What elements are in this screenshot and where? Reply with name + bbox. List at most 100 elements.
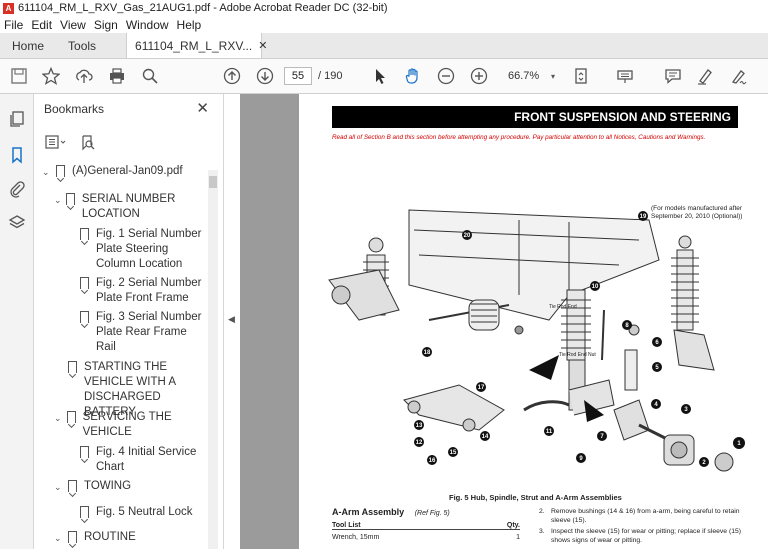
svg-text:7: 7 [600, 434, 604, 440]
page-fit-icon[interactable] [570, 65, 592, 87]
page-number-input[interactable]: 55 [284, 67, 312, 85]
highlight-pen-icon[interactable] [694, 65, 716, 87]
bookmarks-title: Bookmarks [44, 102, 105, 116]
bookmark-icon [66, 411, 76, 423]
tab-home[interactable]: Home [12, 38, 45, 53]
chevron-down-icon[interactable]: ⌄ [54, 195, 62, 205]
callout-4: 4 [651, 399, 661, 409]
layers-icon[interactable] [8, 214, 26, 232]
star-bookmark-icon[interactable] [40, 65, 62, 87]
bookmark-item[interactable]: ⌄ SERVICING THE VEHICLE [54, 411, 172, 438]
tab-document-label: 611104_RM_L_RXV... [135, 38, 253, 53]
svg-text:9: 9 [579, 456, 583, 462]
svg-text:12: 12 [416, 440, 423, 446]
svg-text:1: 1 [737, 441, 741, 447]
tool-name: Wrench, 15mm [332, 534, 380, 541]
previous-page-icon[interactable] [221, 65, 243, 87]
menu-edit[interactable]: Edit [31, 17, 53, 32]
menu-file[interactable]: File [4, 17, 24, 32]
navigation-rail [0, 94, 34, 549]
svg-text:6: 6 [655, 340, 659, 346]
close-panel-icon[interactable]: ✕ [196, 100, 209, 117]
menu-bar: File Edit View Sign Window Help [0, 16, 768, 33]
tab-bar: Home Tools 611104_RM_L_RXV... ✕ [0, 33, 768, 59]
chevron-down-icon[interactable]: ▾ [550, 71, 555, 81]
zoom-level-select[interactable]: 66.7% [508, 70, 540, 82]
svg-text:10: 10 [592, 284, 599, 290]
chevron-down-icon[interactable]: ⌄ [54, 533, 62, 543]
callout-19: 19 [638, 211, 648, 221]
bookmark-item[interactable]: ⌄ SERIAL NUMBER LOCATION [54, 193, 176, 220]
main-toolbar: 55 / 190 66.7% ▾ [0, 59, 768, 94]
callout-3: 3 [681, 404, 691, 414]
tab-document[interactable]: 611104_RM_L_RXV... ✕ [126, 33, 267, 58]
attachments-icon[interactable] [8, 180, 26, 198]
svg-text:15: 15 [450, 450, 457, 456]
bookmark-item[interactable]: Fig. 5 Neutral Lock [80, 505, 208, 520]
page-thumbnails-icon[interactable] [8, 110, 26, 128]
collapse-panel-icon[interactable]: ◀ [228, 314, 235, 324]
svg-text:2: 2 [702, 460, 706, 466]
callout-10: 10 [590, 281, 600, 291]
next-page-icon[interactable] [254, 65, 276, 87]
search-icon[interactable] [139, 65, 161, 87]
callout-7: 7 [597, 431, 607, 441]
step-item: 2. Remove bushings (14 & 16) from a-arm,… [539, 508, 740, 524]
callout-11: 11 [544, 426, 554, 436]
save-icon[interactable] [8, 65, 30, 87]
upload-cloud-icon[interactable] [73, 65, 95, 87]
svg-text:14: 14 [482, 434, 489, 440]
options-menu-icon[interactable] [44, 134, 68, 152]
page-total: / 190 [318, 70, 343, 82]
hand-tool-icon[interactable] [402, 65, 424, 87]
sign-icon[interactable] [728, 65, 750, 87]
tool-list-header: Tool List Qty. [332, 522, 520, 530]
svg-text:11: 11 [546, 429, 553, 435]
zoom-out-icon[interactable] [435, 65, 457, 87]
callout-15: 15 [448, 447, 458, 457]
scrollbar-thumb[interactable] [209, 176, 217, 188]
tie-rod-end-nut-label: Tie Rod End Nut [559, 352, 596, 358]
tool-list-label: Tool List [332, 522, 361, 529]
bookmark-icon [65, 193, 75, 205]
callout-6: 6 [652, 337, 662, 347]
bookmark-item[interactable]: Fig. 1 Serial Number Plate Steering Colu… [80, 227, 208, 272]
keyboard-icon[interactable] [614, 65, 636, 87]
chevron-down-icon[interactable]: ⌄ [54, 482, 62, 492]
menu-view[interactable]: View [60, 17, 86, 32]
chevron-down-icon[interactable]: ⌄ [42, 167, 50, 177]
bookmark-item[interactable]: ⌄ (A)General-Jan09.pdf [42, 164, 208, 180]
bookmark-icon [68, 480, 77, 492]
document-viewport[interactable]: FRONT SUSPENSION AND STEERING Read all o… [240, 94, 768, 549]
figure-model-note: (For models manufactured after September… [651, 205, 743, 220]
chevron-down-icon[interactable]: ⌄ [54, 413, 62, 423]
bookmarks-panel: Bookmarks ✕ ⌄ (A)General-Jan09.pdf ⌄ SER… [34, 94, 224, 549]
select-cursor-icon[interactable] [369, 65, 391, 87]
zoom-in-icon[interactable] [468, 65, 490, 87]
callout-14: 14 [480, 431, 490, 441]
bookmark-item[interactable]: STARTING THE VEHICLE WITH A DISCHARGED B… [68, 360, 208, 420]
bookmark-item[interactable]: ⌄ TOWING [54, 479, 204, 495]
close-tab-icon[interactable]: ✕ [258, 40, 268, 52]
menu-sign[interactable]: Sign [93, 17, 118, 32]
callout-13: 13 [414, 420, 424, 430]
bookmark-item[interactable]: Fig. 4 Initial Service Chart [80, 445, 208, 475]
print-icon[interactable] [106, 65, 128, 87]
callout-1: 1 [733, 437, 745, 449]
callout-5: 5 [652, 362, 662, 372]
bookmark-item[interactable]: ⌄ ROUTINE [54, 530, 204, 546]
window-title: 611104_RM_L_RXV_Gas_21AUG1.pdf - Adobe A… [18, 2, 388, 14]
bookmarks-panel-icon[interactable] [8, 146, 26, 164]
bookmarks-scrollbar[interactable] [208, 170, 218, 549]
callout-20: 20 [462, 230, 472, 240]
bookmark-item[interactable]: Fig. 3 Serial Number Plate Rear Frame Ra… [80, 310, 208, 355]
bookmark-item[interactable]: Fig. 2 Serial Number Plate Front Frame [80, 276, 208, 306]
comment-icon[interactable] [662, 65, 684, 87]
bookmark-icon [80, 506, 89, 518]
tab-tools[interactable]: Tools [68, 38, 97, 53]
bookmark-search-icon[interactable] [80, 134, 96, 152]
svg-text:8: 8 [625, 323, 629, 329]
menu-help[interactable]: Help [176, 17, 202, 32]
menu-window[interactable]: Window [125, 17, 169, 32]
figure-caption: Fig. 5 Hub, Spindle, Strut and A-Arm Ass… [449, 493, 622, 502]
